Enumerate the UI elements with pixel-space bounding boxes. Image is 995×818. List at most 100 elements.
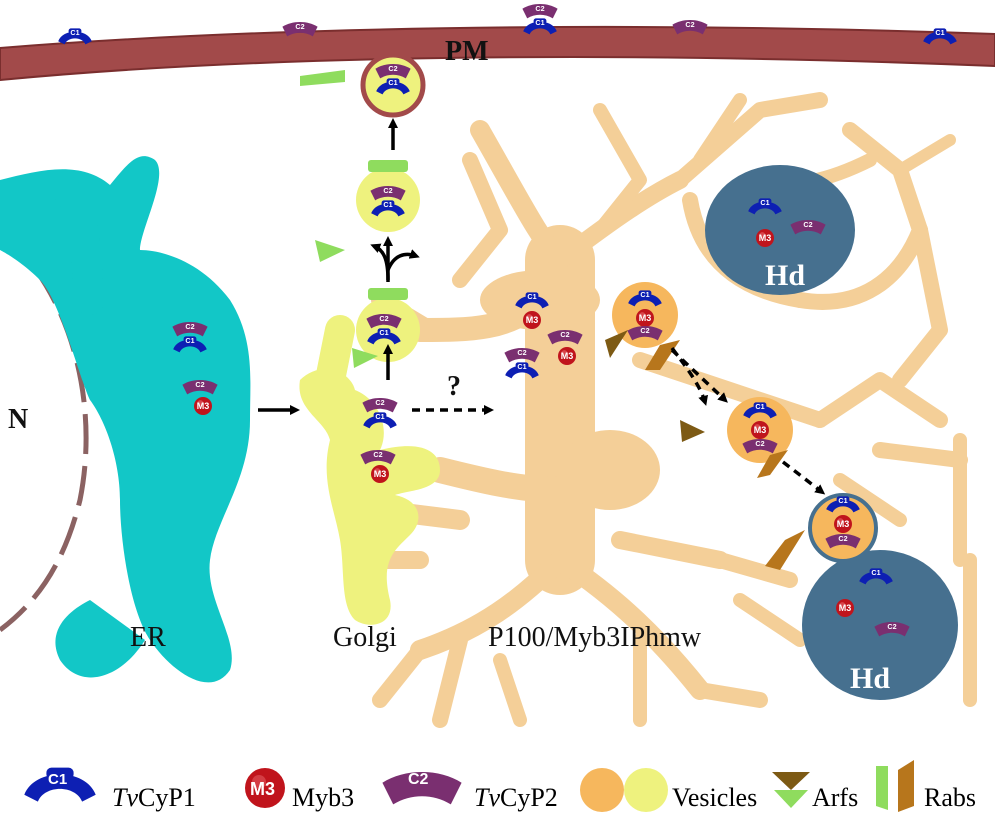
myb3-marker: M3 — [834, 515, 852, 533]
legend: C1 TvCyP1 M3 Myb3 C2 TvCyP2 Vesicles Arf… — [24, 760, 976, 812]
vesicle-yellow-mid — [356, 168, 420, 232]
cyp2-marker: C2 — [825, 534, 861, 549]
cyp1-marker: C1 — [173, 336, 207, 353]
cyp2-marker-tag: C2 — [295, 22, 304, 31]
rab-green-low — [368, 288, 408, 300]
myb3-marker-tag: M3 — [374, 469, 387, 479]
p100-label: P100/Myb3IPhmw — [488, 622, 702, 653]
cyp1-marker-tag: C1 — [935, 28, 944, 37]
legend-myb3-text: Myb3 — [292, 783, 354, 812]
cyp1-marker: C1 — [523, 18, 557, 35]
cyp1-marker: C1 — [748, 198, 782, 215]
cyp2-marker: C2 — [627, 326, 663, 341]
cyp2-marker-tag: C2 — [535, 4, 544, 13]
myb3-marker-tag: M3 — [639, 313, 652, 323]
legend-rab-brown — [898, 760, 914, 812]
cyp1-marker: C1 — [376, 78, 410, 95]
cyp2-marker-tag: C2 — [560, 330, 569, 339]
legend-vesicles-text: Vesicles — [672, 783, 757, 812]
cyp2-marker: C2 — [742, 439, 778, 454]
cyp1-marker: C1 — [826, 496, 860, 513]
cyp2-marker-tag: C2 — [375, 398, 384, 407]
cyp1-marker-tag: C1 — [379, 328, 388, 337]
cyp1-marker-tag: C1 — [760, 198, 769, 207]
hydrogenosome-top — [705, 165, 855, 295]
cyp1-marker-tag: C1 — [388, 78, 397, 87]
arf-brown-1 — [605, 330, 628, 358]
myb3-marker: M3 — [371, 465, 389, 483]
myb3-marker: M3 — [756, 229, 774, 247]
cyp1-marker-tag: C1 — [871, 568, 880, 577]
legend-vesicle-orange — [580, 768, 624, 812]
cyp1-marker: C1 — [923, 28, 957, 45]
cyp1-marker-tag: C1 — [838, 496, 847, 505]
cyp2-marker: C2 — [504, 348, 540, 363]
cyp2-marker-tag: C2 — [373, 450, 382, 459]
legend-rabs-text: Rabs — [924, 783, 976, 812]
myb3-marker: M3 — [523, 311, 541, 329]
cyp2-marker: C2 — [522, 4, 558, 19]
cyp2-marker-tag: C2 — [517, 348, 526, 357]
cyp2-marker-tag: C2 — [388, 64, 397, 73]
myb3-marker: M3 — [194, 397, 212, 415]
endoplasmic-reticulum — [0, 156, 251, 683]
er-label: ER — [130, 622, 166, 653]
cyp2-marker-tag: C2 — [803, 220, 812, 229]
cyp1-marker: C1 — [743, 402, 777, 419]
cyp2-marker: C2 — [360, 450, 396, 465]
cyp1-marker-tag: C1 — [535, 18, 544, 27]
cyp2-marker: C2 — [370, 186, 406, 201]
myb3-marker-tag: M3 — [561, 351, 574, 361]
hd-top-label: Hd — [765, 259, 805, 292]
myb3-marker-tag: M3 — [754, 425, 767, 435]
cyp2-marker: C2 — [874, 622, 910, 637]
cyp2-marker-tag: C2 — [685, 20, 694, 29]
myb3-marker: M3 — [751, 421, 769, 439]
myb3-marker: M3 — [636, 309, 654, 327]
arf-green-golgi — [352, 348, 378, 368]
legend-cyp1-tag: C1 — [48, 771, 67, 788]
legend-arf-green — [774, 790, 808, 808]
cyp2-marker: C2 — [362, 398, 398, 413]
arf-green-released — [315, 240, 345, 262]
rab-green-released — [300, 70, 345, 86]
myb3-marker-tag: M3 — [839, 603, 852, 613]
legend-arfs-text: Arfs — [812, 783, 858, 812]
golgi-label: Golgi — [333, 622, 397, 653]
myb3-marker: M3 — [836, 599, 854, 617]
cyp2-marker: C2 — [182, 380, 218, 395]
rab-brown-released — [765, 530, 805, 570]
plasma-membrane — [0, 25, 995, 82]
myb3-marker-tag: M3 — [837, 519, 850, 529]
arrows — [258, 118, 826, 495]
legend-cyp2-text: TvCyP2 — [474, 783, 558, 812]
myb3-marker: M3 — [558, 347, 576, 365]
hd-bottom-label: Hd — [850, 662, 890, 695]
p100-network — [351, 92, 977, 728]
cyp1-marker-tag: C1 — [755, 402, 764, 411]
legend-vesicle-yellow — [624, 768, 668, 812]
arf-brown-released — [680, 420, 705, 442]
cyp2-marker-tag: C2 — [379, 314, 388, 323]
cyp2-marker: C2 — [172, 322, 208, 337]
cyp1-marker: C1 — [58, 28, 92, 45]
pm-label: PM — [445, 36, 489, 67]
unknown-path-label: ? — [447, 371, 461, 402]
cyp2-marker-tag: C2 — [755, 439, 764, 448]
cyp2-marker-tag: C2 — [838, 534, 847, 543]
cyp1-marker-tag: C1 — [527, 292, 536, 301]
cyp1-marker: C1 — [859, 568, 893, 585]
cyp2-marker: C2 — [282, 22, 318, 37]
cyp2-marker-tag: C2 — [195, 380, 204, 389]
cyp1-marker: C1 — [371, 200, 405, 217]
cyp1-marker-tag: C1 — [383, 200, 392, 209]
myb3-marker-tag: M3 — [526, 315, 539, 325]
cyp2-marker-tag: C2 — [185, 322, 194, 331]
cyp2-marker-tag: C2 — [887, 622, 896, 631]
cyp2-marker-tag: C2 — [640, 326, 649, 335]
rab-green-mid — [368, 160, 408, 172]
nucleus-label: N — [8, 404, 28, 435]
myb3-marker-tag: M3 — [197, 401, 210, 411]
cyp1-marker: C1 — [515, 292, 549, 309]
